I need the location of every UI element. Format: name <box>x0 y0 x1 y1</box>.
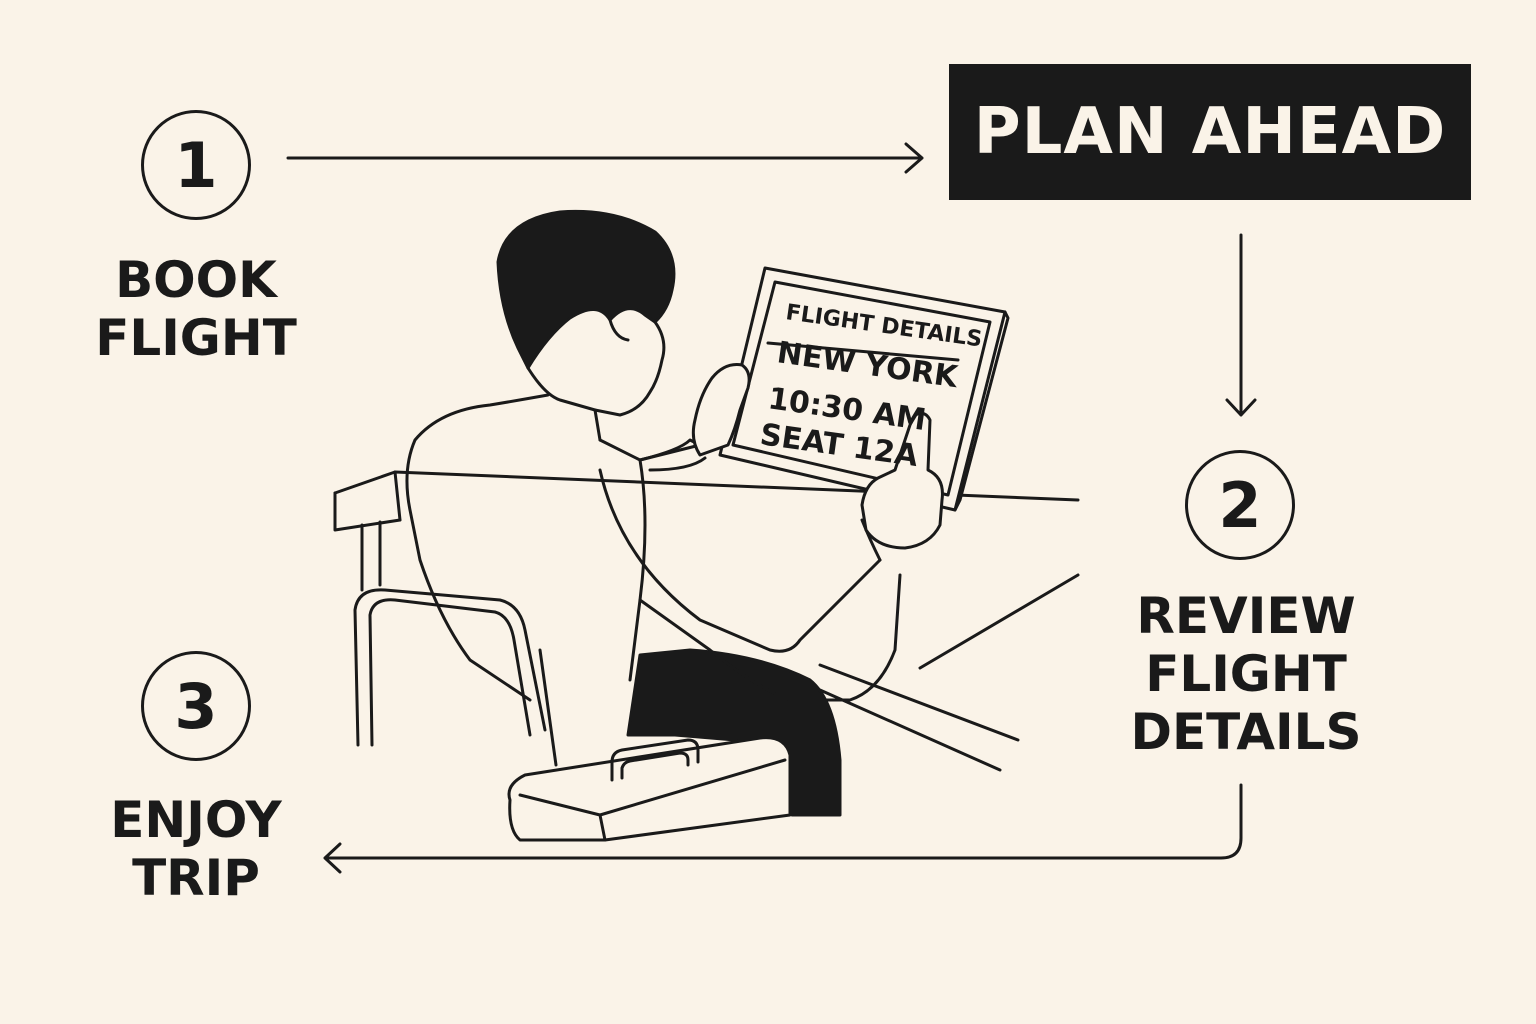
step-3-line-2: TRIP <box>132 849 260 907</box>
step-1-number: 1 <box>174 128 218 202</box>
chair <box>353 588 558 767</box>
step-2-line-2: FLIGHT <box>1145 645 1347 703</box>
arrow-plan-to-step2 <box>1225 233 1257 417</box>
arm-right <box>598 468 902 702</box>
tablet <box>718 266 1010 512</box>
step-3-line-1: ENJOY <box>110 791 282 849</box>
arrow-step2-to-step3 <box>323 783 1243 874</box>
suitcase <box>507 736 792 842</box>
plan-ahead-title: PLAN AHEAD <box>973 95 1447 169</box>
step-2-line-3: DETAILS <box>1130 703 1362 761</box>
hair <box>496 209 676 370</box>
plan-ahead-box: PLAN AHEAD <box>949 64 1471 200</box>
head <box>526 318 666 442</box>
hand-left <box>691 363 751 457</box>
step-1-line-1: BOOK <box>115 251 277 309</box>
step-2-label: REVIEW FLIGHT DETAILS <box>1118 587 1374 761</box>
step-1-line-2: FLIGHT <box>95 309 297 367</box>
flow-arrows <box>286 142 1257 874</box>
step-3-label: ENJOY TRIP <box>80 791 312 907</box>
step-1-circle: 1 <box>141 110 251 220</box>
hand-right <box>860 411 944 550</box>
step-2-circle: 2 <box>1185 450 1295 560</box>
step-3-number: 3 <box>174 669 218 743</box>
step-3-circle: 3 <box>141 651 251 761</box>
step-2-line-1: REVIEW <box>1136 587 1356 645</box>
arm-left <box>638 438 707 472</box>
arrow-step1-to-plan <box>286 142 924 174</box>
step-2-number: 2 <box>1218 468 1262 542</box>
desk <box>333 470 1080 772</box>
step-1-label: BOOK FLIGHT <box>80 251 312 367</box>
